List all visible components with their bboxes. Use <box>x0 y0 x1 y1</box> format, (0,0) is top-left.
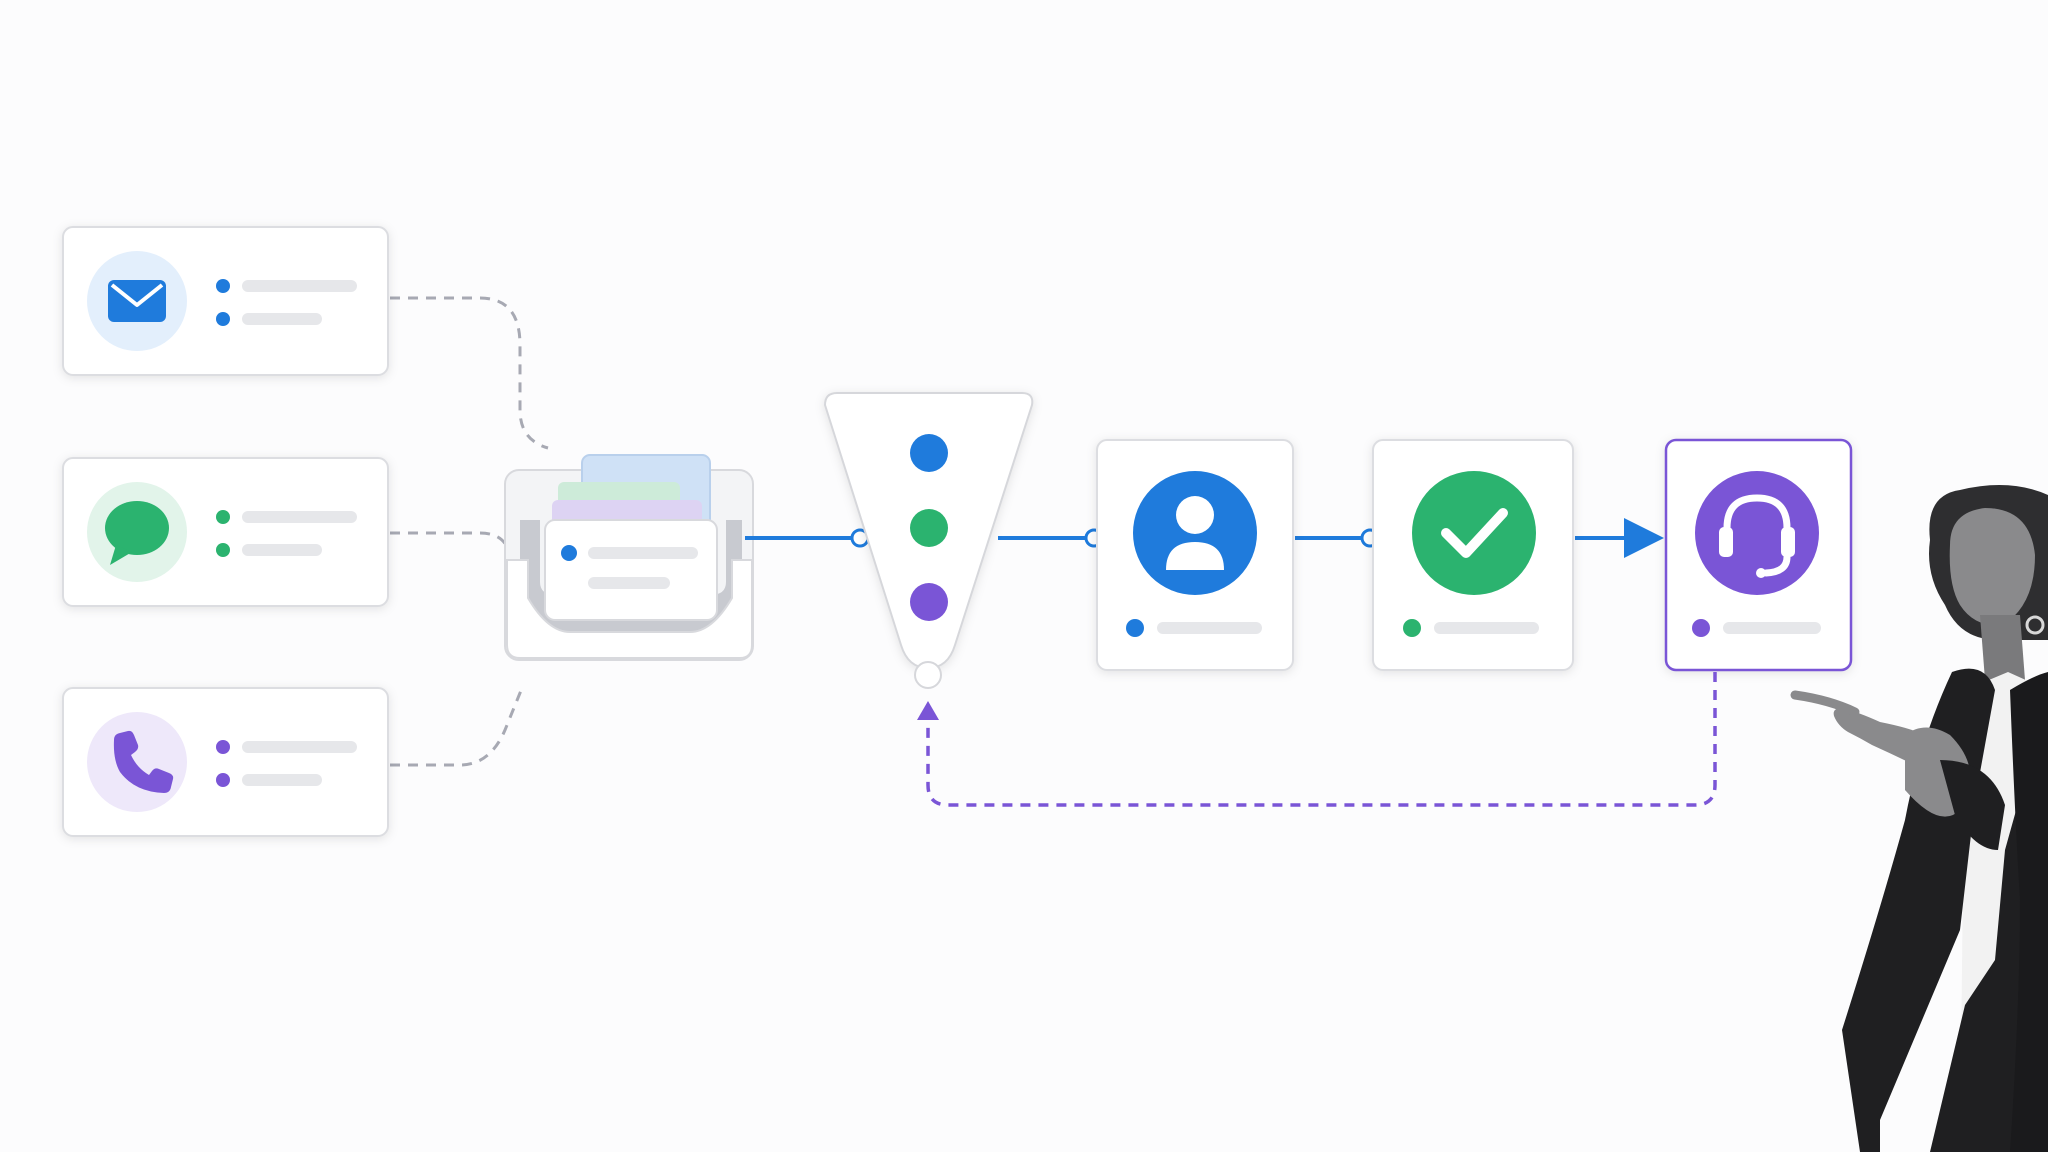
headset-icon-badge <box>1695 471 1819 595</box>
chat-bubble-icon <box>105 501 169 565</box>
list-bullet <box>1692 619 1710 637</box>
funnel-output-node <box>914 661 942 689</box>
list-bullet <box>216 773 230 787</box>
step-card-agent[interactable] <box>1096 439 1294 671</box>
inbox-tray[interactable] <box>504 454 754 661</box>
phone-icon <box>113 730 174 793</box>
phone-icon-badge <box>87 712 187 812</box>
text-placeholder <box>588 577 670 589</box>
funnel-dot-purple <box>910 583 948 621</box>
text-placeholder <box>588 547 698 559</box>
check-icon-badge <box>1412 471 1536 595</box>
presenter-photo <box>1790 485 2048 1152</box>
user-icon <box>1166 496 1224 570</box>
text-placeholder <box>1157 622 1262 634</box>
list-bullet <box>1403 619 1421 637</box>
checkmark-icon <box>1441 508 1508 558</box>
channel-card-phone[interactable] <box>62 687 389 837</box>
list-bullet <box>561 545 577 561</box>
connector-email <box>390 296 549 450</box>
text-placeholder <box>242 511 357 523</box>
text-placeholder <box>242 280 357 292</box>
text-placeholder <box>242 741 357 753</box>
text-placeholder <box>242 544 322 556</box>
connector-chat <box>390 531 512 556</box>
feedback-loop-arrowhead <box>917 701 939 720</box>
inbox-card-front <box>544 519 718 621</box>
feedback-loop-connector <box>926 672 1717 807</box>
connector-phone <box>390 687 524 767</box>
funnel-dot-green <box>910 509 948 547</box>
list-bullet <box>216 510 230 524</box>
list-bullet <box>216 543 230 557</box>
step-card-support[interactable] <box>1664 438 1853 672</box>
funnel-dot-blue <box>910 434 948 472</box>
text-placeholder <box>1723 622 1821 634</box>
text-placeholder <box>242 774 322 786</box>
list-bullet <box>1126 619 1144 637</box>
routing-funnel[interactable] <box>823 392 1034 670</box>
list-bullet <box>216 312 230 326</box>
text-placeholder <box>242 313 322 325</box>
list-bullet <box>216 279 230 293</box>
headset-icon <box>1719 494 1795 578</box>
channel-card-email[interactable] <box>62 226 389 376</box>
step-card-resolved[interactable] <box>1372 439 1574 671</box>
text-placeholder <box>1434 622 1539 634</box>
list-bullet <box>216 740 230 754</box>
envelope-icon <box>108 280 166 322</box>
channel-card-chat[interactable] <box>62 457 389 607</box>
